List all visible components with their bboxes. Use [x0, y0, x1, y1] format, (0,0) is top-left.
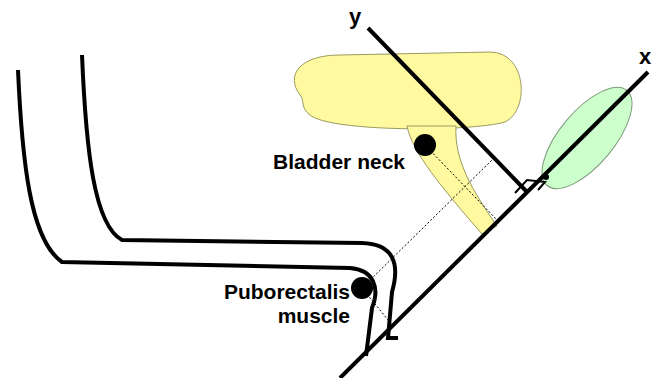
urethra — [407, 126, 497, 234]
part-label: Bladder neck — [205, 150, 405, 174]
x-axis — [340, 72, 648, 378]
rectum-wall — [82, 55, 398, 338]
angle-dot — [543, 174, 549, 180]
angle-marker — [515, 180, 545, 193]
puborectalis-dot — [351, 277, 373, 299]
projection-line — [425, 145, 498, 221]
rectum-wall — [18, 70, 375, 356]
bladder — [294, 52, 521, 129]
axis-label: y — [349, 4, 379, 29]
part-label: Puborectalis muscle — [200, 280, 350, 328]
bladder-neck-dot — [414, 134, 436, 156]
projection-line — [362, 158, 494, 288]
axis-label: x — [639, 44, 655, 69]
